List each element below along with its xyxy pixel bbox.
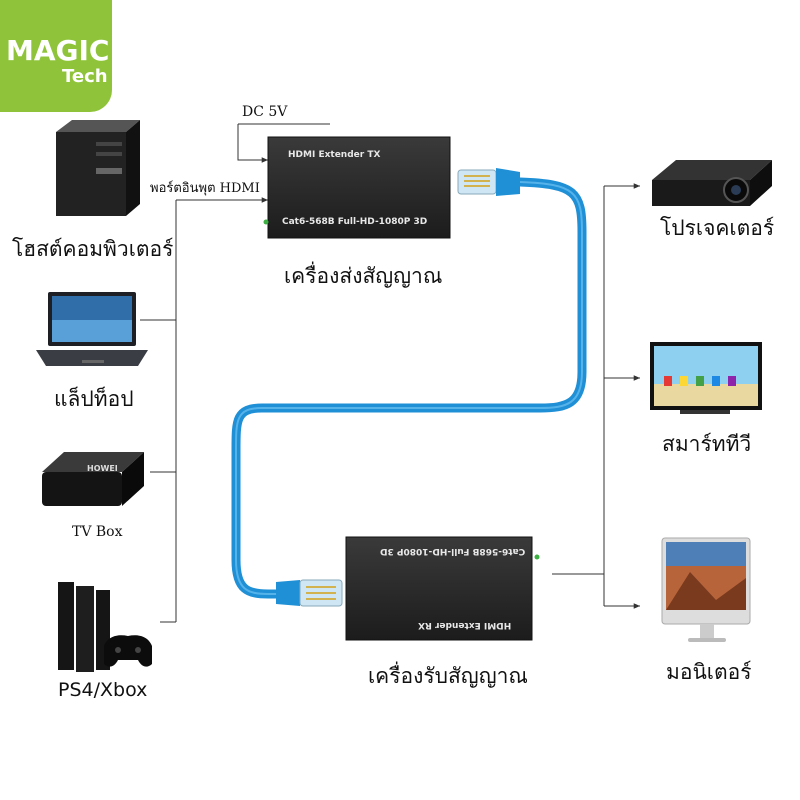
output-label-projector: โปรเจคเตอร์ <box>660 216 775 240</box>
brand-logo: MAGIC Tech <box>0 0 112 112</box>
dc-power-label: DC 5V <box>242 104 288 120</box>
source-label-tv-box: TV Box <box>72 524 123 540</box>
monitor-icon <box>661 537 751 642</box>
receiver-spec: Cat6-568B Full-HD-1080P 3D <box>380 546 526 556</box>
desktop-tower-icon <box>56 120 140 216</box>
rj45-connector-tx <box>457 168 520 196</box>
receiver-device <box>345 536 540 641</box>
source-label-laptop: แล็ปท็อป <box>54 387 134 411</box>
transmitter-device <box>263 136 451 239</box>
laptop-icon <box>36 292 148 366</box>
source-bracket <box>140 197 268 623</box>
cat6-cable <box>231 177 587 599</box>
output-bracket <box>552 183 640 609</box>
tv-box-brand-label: HOWEI <box>87 464 118 473</box>
dc-power-line <box>237 123 330 163</box>
receiver-title: HDMI Extender RX <box>418 620 512 630</box>
receiver-caption: เครื่องรับสัญญาณ <box>368 664 528 688</box>
smart-tv-icon <box>650 342 762 414</box>
projector-icon <box>652 160 772 206</box>
transmitter-title: HDMI Extender TX <box>288 150 381 160</box>
transmitter-spec: Cat6-568B Full-HD-1080P 3D <box>282 217 428 227</box>
logo-text-secondary: Tech <box>62 66 108 87</box>
tv-box-icon <box>42 452 144 506</box>
source-label-desktop: โฮสต์คอมพิวเตอร์ <box>12 237 174 261</box>
logo-text-primary: MAGIC <box>6 34 110 67</box>
hdmi-input-label: พอร์ตอินพุต HDMI <box>150 181 260 196</box>
rj45-connector-rx <box>276 579 343 607</box>
source-label-console: PS4/Xbox <box>58 679 148 701</box>
game-console-icon <box>58 582 152 672</box>
output-label-monitor: มอนิเตอร์ <box>666 660 752 684</box>
output-label-smart-tv: สมาร์ททีวี <box>662 432 752 456</box>
transmitter-caption: เครื่องส่งสัญญาณ <box>284 264 443 288</box>
